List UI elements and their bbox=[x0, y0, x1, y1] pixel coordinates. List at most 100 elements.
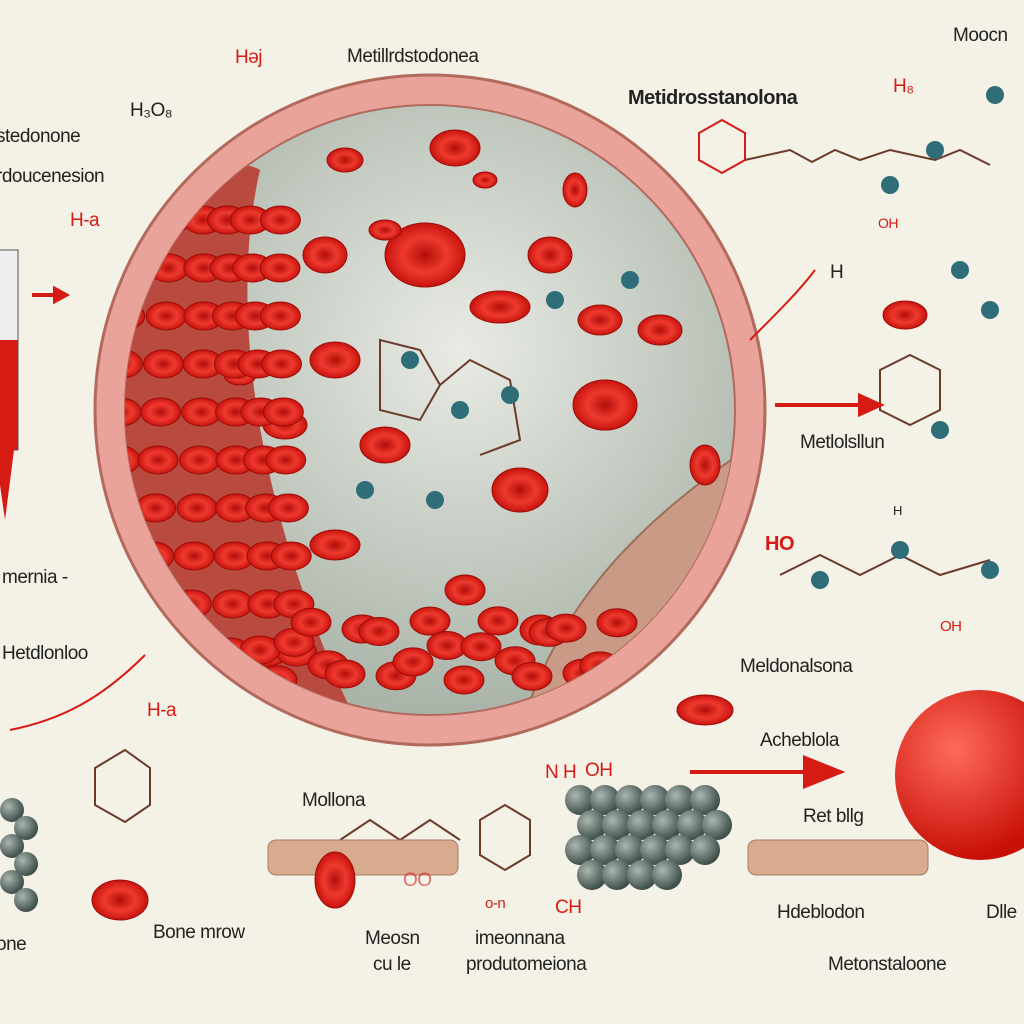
atom bbox=[981, 561, 999, 579]
atom bbox=[881, 176, 899, 194]
red-blood-cell bbox=[173, 541, 215, 571]
red-blood-cell bbox=[142, 349, 184, 379]
label-on: o-n bbox=[485, 895, 506, 912]
label-oh3: OH bbox=[585, 760, 613, 781]
atom bbox=[926, 141, 944, 159]
atom bbox=[621, 271, 639, 289]
atom bbox=[546, 291, 564, 309]
red-blood-cell bbox=[309, 341, 361, 379]
cluster-sphere bbox=[0, 870, 24, 894]
red-blood-cell bbox=[596, 608, 638, 638]
red-blood-cell bbox=[358, 616, 400, 646]
label-one: one bbox=[0, 934, 27, 955]
red-blood-cell bbox=[179, 445, 221, 475]
cluster-sphere bbox=[615, 785, 645, 815]
cluster-sphere bbox=[615, 835, 645, 865]
red-blood-cell bbox=[882, 300, 928, 330]
atom bbox=[891, 541, 909, 559]
label-h-small: H bbox=[893, 503, 902, 518]
cell-cross-section bbox=[93, 73, 767, 747]
atom bbox=[426, 491, 444, 509]
cluster-sphere bbox=[14, 852, 38, 876]
red-blood-cell bbox=[491, 467, 549, 513]
red-blood-cell bbox=[259, 205, 301, 235]
cluster-sphere bbox=[602, 810, 632, 840]
label-oo: OO bbox=[403, 870, 432, 891]
red-blood-cell bbox=[140, 397, 182, 427]
atom bbox=[986, 86, 1004, 104]
cluster-sphere bbox=[14, 816, 38, 840]
red-blood-cell bbox=[91, 879, 149, 921]
label-cuile: cu le bbox=[373, 954, 411, 975]
red-sphere bbox=[895, 690, 1024, 860]
red-blood-cell bbox=[577, 304, 623, 336]
cluster-sphere bbox=[14, 888, 38, 912]
red-blood-cell bbox=[359, 426, 411, 464]
red-blood-cell bbox=[460, 632, 502, 662]
red-blood-cell bbox=[290, 607, 332, 637]
label-meosn: Meosn bbox=[365, 928, 420, 949]
label-left-ha: H-a bbox=[70, 210, 100, 231]
cluster-sphere bbox=[665, 785, 695, 815]
red-blood-cell bbox=[125, 349, 143, 379]
label-acheblola: Acheblola bbox=[760, 730, 839, 751]
red-blood-cell bbox=[637, 314, 683, 346]
red-blood-cell bbox=[472, 171, 498, 189]
red-blood-cell bbox=[302, 236, 348, 274]
red-blood-cell bbox=[259, 301, 301, 331]
atom bbox=[356, 481, 374, 499]
red-blood-cell bbox=[409, 606, 451, 636]
cluster-sphere bbox=[0, 834, 24, 858]
label-top-right: Moocn bbox=[953, 25, 1008, 46]
label-nh: N H bbox=[545, 762, 577, 783]
label-metlolsllun: Metlolsllun bbox=[800, 432, 885, 453]
red-blood-cell bbox=[469, 290, 531, 324]
label-bone-marrow: Bone mrow bbox=[153, 922, 245, 943]
red-blood-cell bbox=[689, 444, 721, 486]
atom bbox=[451, 401, 469, 419]
red-blood-cell bbox=[572, 379, 638, 431]
red-blood-cell bbox=[527, 236, 573, 274]
cluster-sphere bbox=[640, 835, 670, 865]
red-blood-cell bbox=[443, 665, 485, 695]
red-blood-cell bbox=[125, 205, 151, 235]
label-hetdlonloo: Hetdlonloo bbox=[2, 643, 88, 664]
red-blood-cell bbox=[676, 694, 734, 726]
label-ha-bottom: H-a bbox=[147, 700, 177, 721]
red-blood-cell bbox=[267, 493, 309, 523]
cluster-sphere bbox=[652, 860, 682, 890]
red-blood-cell bbox=[262, 397, 304, 427]
atom bbox=[931, 421, 949, 439]
label-mernia: mernia - bbox=[2, 567, 68, 588]
atom bbox=[501, 386, 519, 404]
arrows bbox=[9, 269, 885, 789]
label-oh2: OH bbox=[940, 618, 962, 635]
label-h: H bbox=[830, 262, 844, 283]
label-h3o8: H₃O₈ bbox=[130, 100, 173, 121]
label-ho: HO bbox=[765, 533, 795, 555]
cluster-sphere bbox=[627, 810, 657, 840]
cluster-sphere bbox=[665, 835, 695, 865]
label-imeonnana: imeonnana bbox=[475, 928, 565, 949]
red-blood-cell bbox=[212, 589, 254, 619]
red-blood-cell bbox=[444, 574, 486, 606]
cluster-sphere bbox=[590, 785, 620, 815]
cluster-sphere bbox=[577, 860, 607, 890]
red-blood-cell bbox=[259, 253, 301, 283]
label-meldonalsona: Meldonalsona bbox=[740, 656, 853, 677]
red-blood-cell bbox=[324, 659, 366, 689]
label-metidrosstanolona: Metidrosstanolona bbox=[628, 87, 798, 109]
cluster-sphere bbox=[702, 810, 732, 840]
molecule-structures bbox=[94, 118, 991, 872]
cluster-sphere bbox=[690, 785, 720, 815]
red-blood-cell bbox=[176, 493, 218, 523]
red-blood-cell bbox=[265, 445, 307, 475]
atom bbox=[951, 261, 969, 279]
red-blood-cell bbox=[314, 851, 356, 909]
cluster-sphere bbox=[565, 835, 595, 865]
cluster-sphere bbox=[677, 810, 707, 840]
label-oh: OH bbox=[878, 215, 899, 231]
label-top-center: Metillrdstodonea bbox=[347, 46, 479, 67]
atom bbox=[811, 571, 829, 589]
